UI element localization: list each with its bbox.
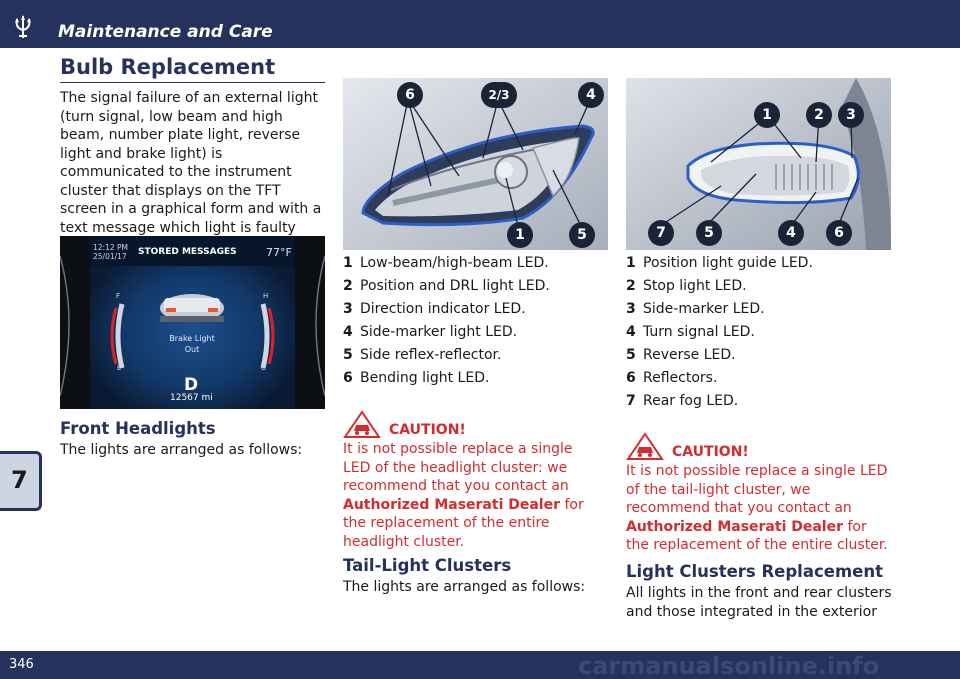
cluster-msg-line2: Out [184, 345, 200, 354]
callout-5: 5 [569, 222, 595, 248]
tail-light-text: The lights are arranged as follows: [343, 579, 586, 595]
cluster-msg-line1: Brake Light [169, 334, 215, 343]
replacement-text: All lights in the front and rear cluster… [626, 585, 892, 620]
footer-bar [0, 651, 960, 679]
trident-logo-icon [15, 15, 31, 38]
caution-title: CAUTION! [389, 422, 466, 438]
cluster-title: STORED MESSAGES [138, 247, 237, 257]
temp-cold-label: C [261, 364, 266, 372]
cluster-odometer: 12567 mi [170, 393, 213, 403]
headlight-image: 6 2/3 4 1 5 [343, 78, 608, 250]
chapter-tab: 7 [0, 451, 42, 511]
cluster-gear: D [184, 375, 199, 395]
tail-light-caution: CAUTION! It is not possible replace a si… [626, 432, 896, 555]
chapter-number: 7 [11, 466, 28, 494]
replacement-heading: Light Clusters Replacement [626, 562, 883, 581]
cluster-temp: 77°F [266, 246, 292, 259]
front-headlights-text: The lights are arranged as follows: [60, 442, 303, 458]
header-title: Maintenance and Care [58, 22, 273, 42]
caution-text: It is not possible replace a single LED … [343, 441, 584, 550]
caution-car-icon [343, 410, 381, 438]
fuel-empty-label: E [117, 364, 122, 372]
cluster-time: 12:12 PM [93, 243, 128, 252]
callout-1: 1 [754, 102, 780, 128]
callout-4: 4 [778, 220, 804, 246]
tail-light-image: 1 2 3 7 5 4 6 [626, 78, 891, 250]
tail-light-heading: Tail-Light Clusters [343, 556, 512, 575]
caution-title: CAUTION! [672, 444, 749, 460]
callout-6: 6 [397, 82, 423, 108]
caution-car-icon [626, 432, 664, 460]
callout-2-3: 2/3 [481, 82, 517, 108]
header-bar [0, 0, 960, 48]
callout-1: 1 [507, 222, 533, 248]
dealer-emphasis: Authorized Maserati Dealer [626, 518, 844, 535]
fuel-full-label: F [116, 292, 121, 300]
callout-3: 3 [838, 102, 864, 128]
page-title: Bulb Replacement [60, 55, 276, 79]
front-headlights-heading: Front Headlights [60, 419, 216, 438]
intro-paragraph: The signal failure of an external light … [60, 90, 322, 254]
callout-2: 2 [806, 102, 832, 128]
callout-5: 5 [696, 220, 722, 246]
cluster-date: 25/01/17 [93, 252, 127, 261]
watermark: carmanualsonline.info [578, 652, 880, 679]
temp-hot-label: H [263, 292, 269, 300]
callout-7: 7 [648, 220, 674, 246]
cluster-image: 12:12 PM 25/01/17 STORED MESSAGES 77°F B… [60, 236, 325, 409]
headlight-caution: CAUTION! It is not possible replace a si… [343, 410, 613, 551]
page-number: 346 [9, 657, 34, 672]
title-rule [60, 82, 325, 83]
callout-6: 6 [826, 220, 852, 246]
callout-4: 4 [578, 82, 604, 108]
dealer-emphasis: Authorized Maserati Dealer [343, 496, 561, 513]
caution-text: It is not possible replace a single LED … [626, 463, 888, 553]
